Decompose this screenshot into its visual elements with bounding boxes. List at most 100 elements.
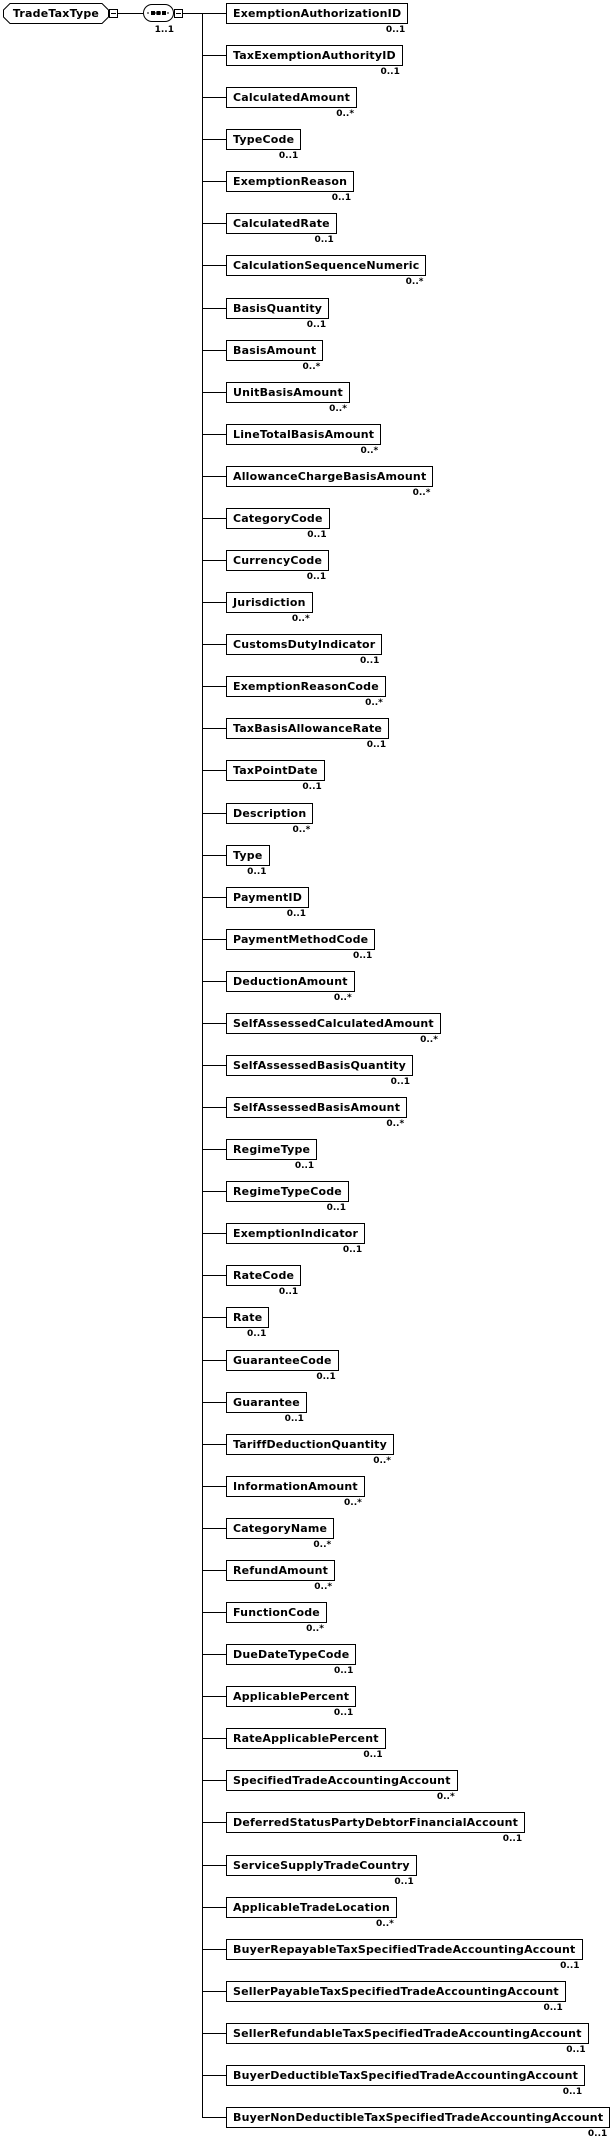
element-node: LineTotalBasisAmount 0..* — [226, 424, 382, 456]
branch-connector — [202, 518, 226, 519]
element-name: TaxBasisAllowanceRate — [233, 722, 383, 735]
element-box[interactable]: CalculatedRate — [226, 213, 337, 234]
element-box[interactable]: CalculatedAmount — [226, 87, 358, 108]
element-box[interactable]: FunctionCode — [226, 1602, 327, 1623]
element-node: GuaranteeCode 0..1 — [226, 1350, 339, 1382]
element-box[interactable]: ExemptionReason — [226, 171, 355, 192]
element-cardinality: 0..1 — [566, 2045, 586, 2055]
element-box[interactable]: CustomsDutyIndicator — [226, 634, 383, 655]
element-node: CategoryName 0..* — [226, 1518, 335, 1550]
element-name: CurrencyCode — [233, 554, 323, 567]
element-cardinality: 0..* — [420, 1035, 438, 1045]
element-box[interactable]: BuyerNonDeductibleTaxSpecifiedTradeAccou… — [226, 2107, 611, 2128]
element-box[interactable]: ExemptionAuthorizationID — [226, 3, 409, 24]
element-box[interactable]: InformationAmount — [226, 1476, 365, 1497]
element-node: ExemptionReason 0..1 — [226, 171, 355, 203]
element-box[interactable]: RateApplicablePercent — [226, 1728, 386, 1749]
element-box[interactable]: LineTotalBasisAmount — [226, 424, 382, 445]
element-box[interactable]: SpecifiedTradeAccountingAccount — [226, 1770, 458, 1791]
element-box[interactable]: CategoryName — [226, 1518, 335, 1539]
element-box[interactable]: RefundAmount — [226, 1560, 336, 1581]
element-box[interactable]: Rate — [226, 1307, 270, 1328]
element-box[interactable]: ApplicableTradeLocation — [226, 1897, 397, 1918]
element-box[interactable]: ServiceSupplyTradeCountry — [226, 1855, 417, 1876]
branch-connector — [202, 476, 226, 477]
element-box[interactable]: DeductionAmount — [226, 971, 355, 992]
element-box[interactable]: GuaranteeCode — [226, 1350, 339, 1371]
element-box[interactable]: CategoryCode — [226, 508, 330, 529]
element-box[interactable]: PaymentMethodCode — [226, 929, 376, 950]
element-box[interactable]: DeferredStatusPartyDebtorFinancialAccoun… — [226, 1812, 526, 1833]
element-node: ApplicableTradeLocation 0..* — [226, 1897, 397, 1929]
element-box[interactable]: PaymentID — [226, 887, 310, 908]
element-box[interactable]: Guarantee — [226, 1392, 307, 1413]
element-cardinality: 0..1 — [587, 2129, 608, 2139]
element-box[interactable]: Description — [226, 803, 314, 824]
element-box[interactable]: ExemptionIndicator — [226, 1223, 366, 1244]
element-box[interactable]: BuyerDeductibleTaxSpecifiedTradeAccounti… — [226, 2065, 586, 2086]
branch-connector — [202, 686, 226, 687]
branch-connector — [202, 1317, 226, 1318]
element-cardinality: 0..1 — [316, 1372, 336, 1382]
element-name: TypeCode — [233, 133, 295, 146]
element-box[interactable]: SelfAssessedBasisAmount — [226, 1097, 408, 1118]
root-element-node[interactable]: TradeTaxType — [3, 3, 109, 24]
element-box[interactable]: RateCode — [226, 1265, 302, 1286]
element-box[interactable]: SellerPayableTaxSpecifiedTradeAccounting… — [226, 1981, 566, 2002]
branch-connector — [202, 392, 226, 393]
element-name: Type — [233, 849, 263, 862]
element-box[interactable]: SelfAssessedBasisQuantity — [226, 1055, 414, 1076]
element-box[interactable]: Jurisdiction — [226, 592, 313, 613]
branch-connector — [202, 1107, 226, 1108]
element-name: ExemptionReasonCode — [233, 680, 379, 693]
element-node: SelfAssessedCalculatedAmount 0..* — [226, 1013, 441, 1045]
element-name: CustomsDutyIndicator — [233, 638, 376, 651]
element-box[interactable]: CurrencyCode — [226, 550, 330, 571]
branch-connector — [202, 981, 226, 982]
element-box[interactable]: RegimeTypeCode — [226, 1181, 349, 1202]
element-box[interactable]: Type — [226, 845, 270, 866]
element-box[interactable]: DueDateTypeCode — [226, 1644, 357, 1665]
element-name: DeductionAmount — [233, 975, 348, 988]
element-box[interactable]: BasisQuantity — [226, 298, 330, 319]
element-box[interactable]: ApplicablePercent — [226, 1686, 357, 1707]
element-cardinality: 0..* — [436, 1792, 455, 1802]
element-box[interactable]: SelfAssessedCalculatedAmount — [226, 1013, 441, 1034]
element-node: CalculationSequenceNumeric 0..* — [226, 255, 427, 287]
element-box[interactable]: AllowanceChargeBasisAmount — [226, 466, 434, 487]
element-name: SellerPayableTaxSpecifiedTradeAccounting… — [233, 1985, 559, 1998]
element-box[interactable]: BasisAmount — [226, 340, 324, 361]
branch-connector — [202, 560, 226, 561]
element-box[interactable]: BuyerRepayableTaxSpecifiedTradeAccountin… — [226, 1939, 583, 1960]
sequence-collapse-toggle-icon[interactable] — [174, 9, 183, 18]
element-name: RateApplicablePercent — [233, 1732, 379, 1745]
element-box[interactable]: ExemptionReasonCode — [226, 676, 386, 697]
branch-connector — [202, 350, 226, 351]
element-box[interactable]: TaxPointDate — [226, 760, 325, 781]
element-box[interactable]: SellerRefundableTaxSpecifiedTradeAccount… — [226, 2023, 589, 2044]
element-box[interactable]: TaxBasisAllowanceRate — [226, 718, 390, 739]
element-cardinality: 0..1 — [247, 867, 267, 877]
element-cardinality: 0..1 — [366, 740, 387, 750]
element-name: CalculatedRate — [233, 217, 330, 230]
element-name: SelfAssessedBasisAmount — [233, 1101, 401, 1114]
element-box[interactable]: CalculationSequenceNumeric — [226, 255, 427, 276]
element-name: FunctionCode — [233, 1606, 320, 1619]
branch-connector — [202, 1907, 226, 1908]
branch-connector — [202, 1360, 226, 1361]
branch-connector — [202, 602, 226, 603]
element-box[interactable]: RegimeType — [226, 1139, 318, 1160]
element-box[interactable]: UnitBasisAmount — [226, 382, 350, 403]
branch-connector — [202, 939, 226, 940]
branch-connector — [202, 1233, 226, 1234]
element-node: DeductionAmount 0..* — [226, 971, 355, 1003]
element-box[interactable]: TypeCode — [226, 129, 302, 150]
sequence-compositor-icon[interactable] — [143, 4, 174, 22]
element-cardinality: 0..1 — [380, 67, 400, 77]
element-box[interactable]: TaxExemptionAuthorityID — [226, 45, 403, 66]
element-name: TaxExemptionAuthorityID — [233, 49, 396, 62]
element-node: RegimeType 0..1 — [226, 1139, 318, 1171]
branch-connector — [202, 13, 226, 14]
element-box[interactable]: TariffDeductionQuantity — [226, 1434, 395, 1455]
root-collapse-toggle-icon[interactable] — [109, 9, 118, 18]
